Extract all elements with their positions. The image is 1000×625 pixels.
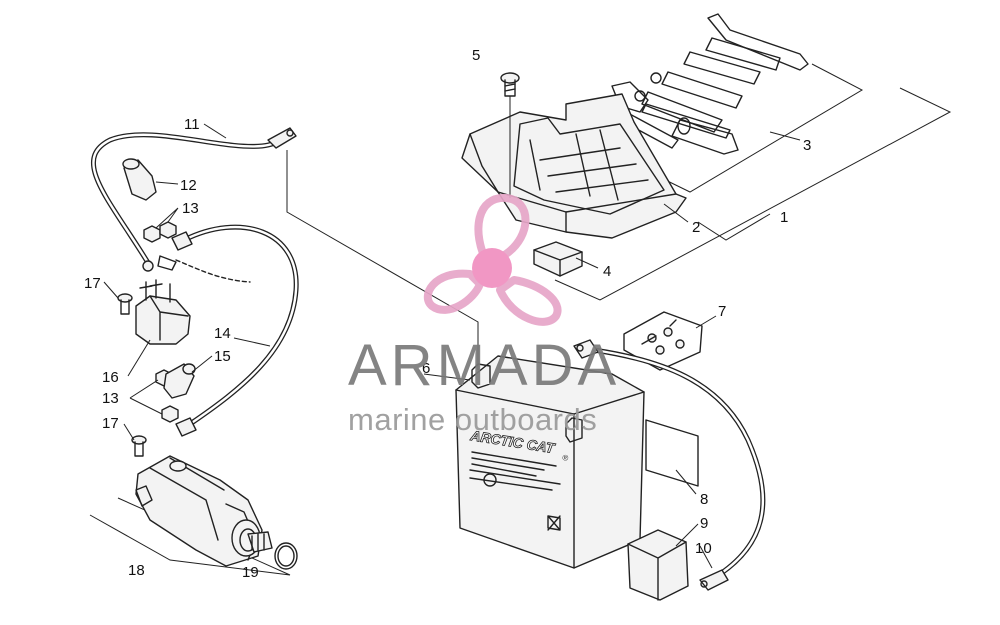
- callout-13-top: 13: [182, 200, 199, 217]
- foam-pad-4: [533, 241, 583, 277]
- callout-16: 16: [102, 369, 119, 386]
- callout-leaders: [103, 123, 801, 569]
- callout-17-top: 17: [84, 275, 101, 292]
- callout-19: 19: [242, 564, 259, 581]
- callout-6: 6: [422, 360, 430, 377]
- hardware-bag-7: [623, 311, 703, 371]
- callout-numbers: 1 2 3 4 5 6 7 8 9 10 11 12 13 13 14 15 1…: [84, 47, 811, 581]
- watermark-name: ARMADA: [348, 333, 620, 398]
- callout-17-bottom: 17: [102, 415, 119, 432]
- starter-motor-18: [135, 455, 273, 567]
- watermark: ARMADA marine outboards: [348, 193, 620, 437]
- callout-12: 12: [180, 177, 197, 194]
- callout-4: 4: [603, 263, 611, 280]
- bolts-17: [117, 293, 147, 457]
- boot-15: [163, 363, 196, 399]
- boot-12: [122, 158, 157, 201]
- tool-kit: [611, 13, 809, 155]
- callout-18: 18: [128, 562, 145, 579]
- callout-10: 10: [695, 540, 712, 557]
- battery-6: ARCTIC CAT ®: [455, 355, 645, 569]
- pad-9: [627, 529, 689, 601]
- callout-8: 8: [700, 491, 708, 508]
- solenoid-16: [135, 255, 251, 345]
- callout-2: 2: [692, 219, 700, 236]
- cable-10: [573, 339, 766, 591]
- screw-5: [500, 72, 520, 198]
- callout-11: 11: [184, 116, 200, 133]
- cable-11: [90, 127, 297, 272]
- callout-9: 9: [700, 515, 708, 532]
- label-sheet-8: [645, 419, 699, 487]
- callout-1: 1: [780, 209, 788, 226]
- callout-13-bottom: 13: [102, 390, 119, 407]
- cable-14: [171, 224, 299, 437]
- battery-brand-mark: ®: [562, 453, 569, 463]
- callout-3: 3: [803, 137, 811, 154]
- watermark-tagline: marine outboards: [348, 402, 597, 437]
- callout-5: 5: [472, 47, 480, 64]
- callout-15: 15: [214, 348, 231, 365]
- propeller-logo-icon: [423, 193, 562, 326]
- o-ring-19: [274, 542, 298, 570]
- callout-14: 14: [214, 325, 231, 342]
- callout-7: 7: [718, 303, 726, 320]
